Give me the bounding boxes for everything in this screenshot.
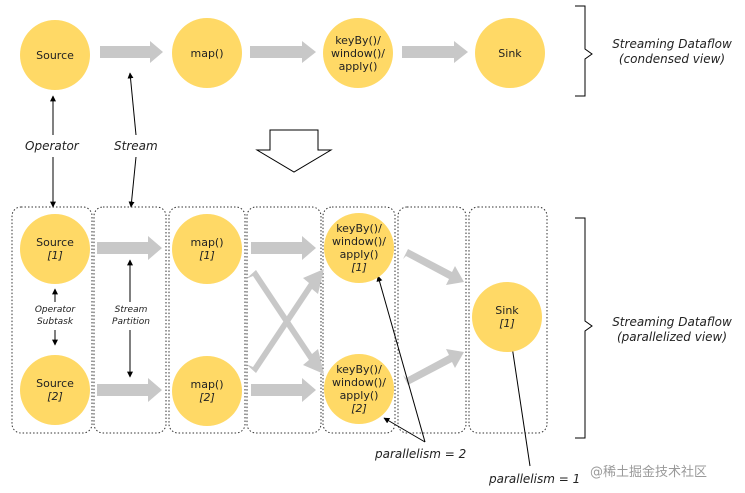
node-label: Source (36, 236, 74, 249)
stream-arrow-cross (246, 269, 324, 373)
condensed-brace (575, 5, 593, 97)
box-stream-1 (93, 206, 167, 434)
node-index: [1] (351, 261, 367, 274)
box-stream-2 (246, 206, 322, 434)
box-sink (468, 206, 548, 434)
map-2-node: map() [2] (172, 356, 242, 426)
subtask-boxes (11, 206, 548, 434)
stream-arrow (100, 41, 163, 63)
node-label: keyBy()/ window()/ apply() (331, 222, 387, 261)
node-label: keyBy()/ window()/ apply() (331, 363, 387, 402)
node-index: [2] (47, 390, 63, 403)
node-index: [2] (199, 391, 215, 404)
stream-partition-label: Stream Partition (112, 305, 150, 327)
transition-down-arrow-icon (255, 129, 333, 173)
node-label: map() (190, 46, 224, 60)
watermark: @稀土掘金技术社区 (590, 465, 708, 480)
node-label: Source (36, 377, 74, 390)
parallelism2-pointer-b (383, 417, 426, 443)
box-stream-3 (397, 206, 467, 434)
parallelized-view-label: Streaming Dataflow (parallelized view) (612, 315, 732, 344)
parallelism-1-label: parallelism = 1 (489, 472, 581, 486)
condensed-view-label: Streaming Dataflow (condensed view) (612, 37, 732, 66)
condensed-sink-node: Sink (475, 18, 545, 88)
stream-arrow (251, 236, 316, 260)
operator-subtask-label: Operator Subtask (34, 305, 76, 327)
stream-arrow (250, 41, 316, 63)
map-1-node: map() [1] (172, 214, 242, 284)
node-index: [1] (47, 249, 63, 262)
node-index: [1] (499, 317, 515, 330)
stream-arrow (97, 378, 162, 402)
parallel-stream-arrows (97, 236, 464, 402)
box-window (322, 206, 396, 434)
condensed-map-node: map() (172, 18, 242, 88)
node-label: map() (190, 236, 224, 249)
node-label: Source (36, 48, 74, 62)
stream-arrow (403, 249, 464, 285)
node-label: Sink (495, 304, 519, 317)
condensed-source-node: Source (20, 20, 90, 90)
box-source (11, 206, 93, 434)
parallelism-2-label: parallelism = 2 (375, 447, 467, 461)
stream-pointer-down (128, 156, 137, 208)
stream-arrow (403, 349, 464, 385)
stream-pointer-up (127, 72, 137, 136)
node-label: map() (190, 378, 224, 391)
annotation-pointers (50, 72, 531, 467)
stream-label: Stream (114, 139, 158, 153)
window-2-node: keyBy()/ window()/ apply() [2] (324, 354, 394, 424)
braces (575, 5, 593, 439)
condensed-stream-arrows (100, 41, 468, 63)
node-index: [2] (351, 402, 367, 415)
source-1-node: Source [1] (20, 214, 90, 284)
node-label: Sink (498, 46, 522, 60)
parallelism2-pointer-a (376, 275, 426, 443)
window-1-node: keyBy()/ window()/ apply() [1] (324, 213, 394, 283)
node-index: [1] (199, 249, 215, 262)
condensed-window-node: keyBy()/ window()/ apply() (323, 18, 393, 88)
node-label: keyBy()/ window()/ apply() (330, 33, 386, 73)
stream-arrow (402, 41, 468, 63)
stream-arrow (251, 378, 316, 402)
stream-arrow (97, 236, 162, 260)
parallelism1-pointer (507, 332, 531, 467)
source-2-node: Source [2] (20, 355, 90, 425)
operator-label: Operator (25, 139, 79, 153)
box-map (168, 206, 246, 434)
parallel-brace (575, 217, 593, 439)
sink-1-node: Sink [1] (472, 282, 542, 352)
